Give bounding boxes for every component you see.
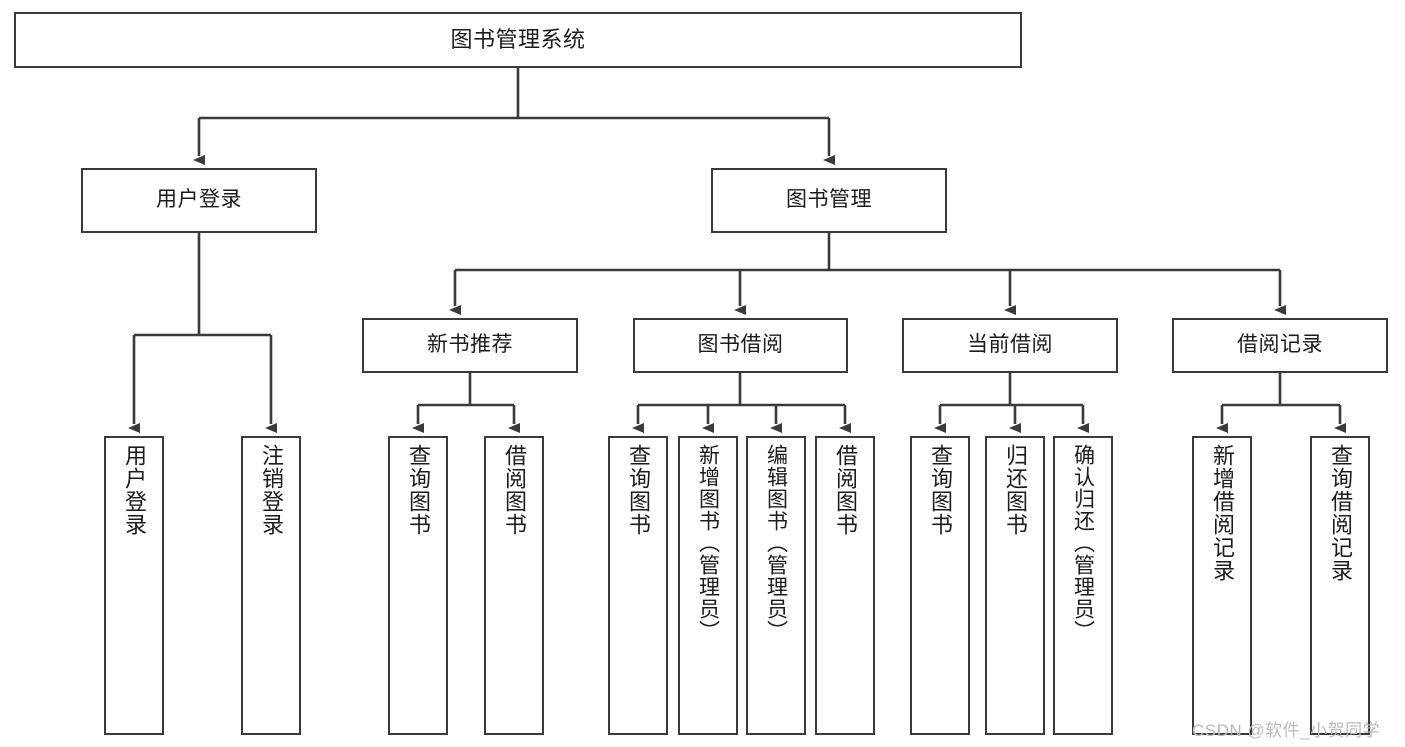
node-label: 用户登录	[122, 444, 147, 536]
leaf-query-book-borrowing[interactable]: 查询图书	[608, 436, 668, 735]
node-current-borrowing[interactable]: 当前借阅	[902, 318, 1118, 373]
leaf-borrow-book-recommendation[interactable]: 借阅图书	[484, 436, 544, 735]
leaf-return-book[interactable]: 归还图书	[985, 436, 1045, 735]
leaf-query-borrowing-record[interactable]: 查询借阅记录	[1310, 436, 1370, 735]
leaf-borrow-book[interactable]: 借阅图书	[815, 436, 875, 735]
node-label: 注销登录	[259, 444, 284, 536]
node-label: 查询借阅记录	[1328, 444, 1353, 582]
leaf-logout[interactable]: 注销登录	[241, 436, 301, 735]
node-new-book-recommendation[interactable]: 新书推荐	[362, 318, 578, 373]
node-label: 用户登录	[156, 188, 242, 212]
node-label: 新增图书（管理员）	[696, 444, 720, 642]
leaf-add-book-admin[interactable]: 新增图书（管理员）	[678, 436, 738, 735]
node-label: 借阅记录	[1237, 333, 1323, 357]
node-label: 图书借阅	[697, 333, 784, 357]
node-book-management-system[interactable]: 图书管理系统	[14, 12, 1022, 68]
node-label: 归还图书	[1003, 444, 1028, 536]
leaf-query-book-recommendation[interactable]: 查询图书	[388, 436, 448, 735]
node-label: 图书管理	[786, 188, 872, 212]
node-label: 当前借阅	[967, 333, 1053, 357]
leaf-user-login[interactable]: 用户登录	[104, 436, 164, 735]
leaf-edit-book-admin[interactable]: 编辑图书（管理员）	[746, 436, 806, 735]
node-label: 查询图书	[626, 444, 651, 536]
node-user-login[interactable]: 用户登录	[81, 168, 317, 233]
leaf-confirm-return-admin[interactable]: 确认归还（管理员）	[1053, 436, 1113, 735]
node-label: 新增借阅记录	[1210, 444, 1235, 582]
node-book-management[interactable]: 图书管理	[711, 168, 947, 233]
leaf-add-borrowing-record[interactable]: 新增借阅记录	[1192, 436, 1252, 735]
node-label: 图书管理系统	[450, 27, 586, 53]
node-label: 编辑图书（管理员）	[764, 444, 788, 642]
node-label: 新书推荐	[427, 333, 513, 357]
node-label: 确认归还（管理员）	[1071, 444, 1095, 642]
node-label: 借阅图书	[833, 444, 858, 536]
watermark-text: CSDN @软件_小贺同学	[1192, 721, 1381, 740]
node-borrowing-record[interactable]: 借阅记录	[1172, 318, 1388, 373]
leaf-query-book-current[interactable]: 查询图书	[910, 436, 970, 735]
node-label: 查询图书	[928, 444, 953, 536]
node-label: 查询图书	[406, 444, 431, 536]
node-book-borrowing[interactable]: 图书借阅	[633, 318, 848, 373]
node-label: 借阅图书	[502, 444, 527, 536]
